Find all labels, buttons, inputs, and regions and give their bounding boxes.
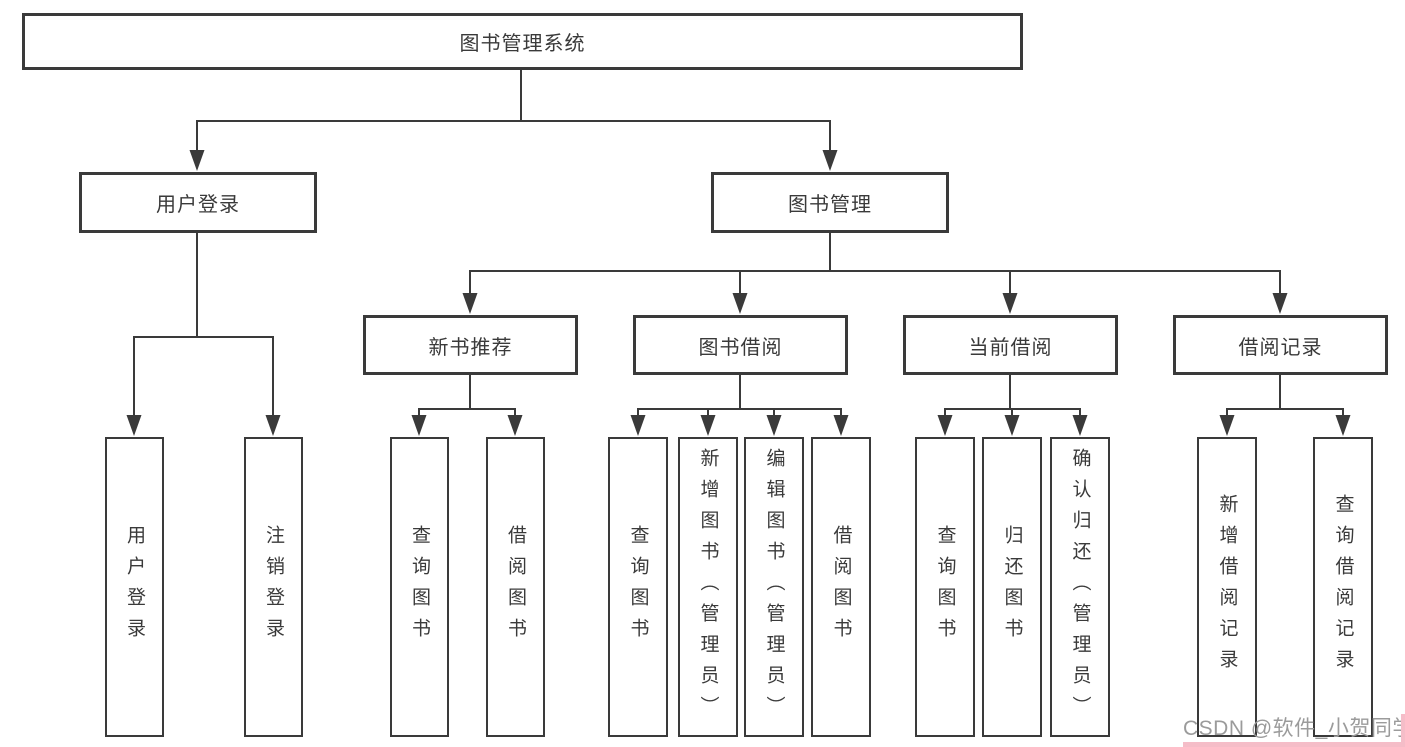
edge-book-borrow	[637, 375, 842, 420]
leaf-record-add: 新增借阅记录	[1197, 437, 1257, 737]
leaf-user-login: 用户登录	[105, 437, 164, 737]
arrowhead	[1335, 415, 1351, 436]
node-root-system: 图书管理系统	[22, 13, 1023, 70]
node-current-borrow: 当前借阅	[903, 315, 1118, 375]
arrowhead	[822, 150, 838, 171]
edge-current-borrow	[944, 375, 1081, 420]
arrowhead	[1004, 415, 1020, 436]
arrowhead	[462, 293, 478, 314]
leaf-record-query: 查询借阅记录	[1313, 437, 1373, 737]
arrowhead	[1072, 415, 1088, 436]
leaf-borrow-add-admin: 新增图书（管理员）	[678, 437, 738, 737]
node-new-book-recommend: 新书推荐	[363, 315, 578, 375]
node-book-borrow: 图书借阅	[633, 315, 848, 375]
arrowhead	[732, 293, 748, 314]
edge-new-book	[418, 375, 516, 420]
csdn-watermark: CSDN @软件_小贺同学	[1183, 717, 1405, 740]
arrowhead	[700, 415, 716, 436]
node-book-management: 图书管理	[711, 172, 949, 233]
leaf-borrow-book: 借阅图书	[811, 437, 871, 737]
arrowhead	[411, 415, 427, 436]
leaf-current-return: 归还图书	[982, 437, 1042, 737]
edge-root	[196, 69, 831, 154]
leaf-borrow-edit-admin: 编辑图书（管理员）	[744, 437, 804, 737]
tree-edges	[133, 69, 1344, 420]
watermark-pink-edge	[1401, 714, 1405, 747]
edge-book-mgmt	[469, 233, 1281, 298]
leaf-current-query: 查询图书	[915, 437, 975, 737]
arrowhead	[766, 415, 782, 436]
leaf-borrow-query: 查询图书	[608, 437, 668, 737]
node-user-login: 用户登录	[79, 172, 317, 233]
watermark-pink-strip	[1183, 742, 1405, 747]
node-borrow-record: 借阅记录	[1173, 315, 1388, 375]
leaf-logout: 注销登录	[244, 437, 303, 737]
arrowhead	[1219, 415, 1235, 436]
edge-user-login	[133, 233, 274, 420]
arrowhead	[126, 415, 142, 436]
leaf-current-confirm-admin: 确认归还（管理员）	[1050, 437, 1110, 737]
arrowhead	[630, 415, 646, 436]
arrowheads	[126, 150, 1351, 436]
arrowhead	[1002, 293, 1018, 314]
arrowhead	[833, 415, 849, 436]
arrowhead	[1272, 293, 1288, 314]
arrowhead	[265, 415, 281, 436]
leaf-newbook-borrow: 借阅图书	[486, 437, 545, 737]
arrowhead	[507, 415, 523, 436]
edge-borrow-record	[1226, 375, 1344, 420]
arrowhead	[937, 415, 953, 436]
arrowhead	[189, 150, 205, 171]
leaf-newbook-query: 查询图书	[390, 437, 449, 737]
